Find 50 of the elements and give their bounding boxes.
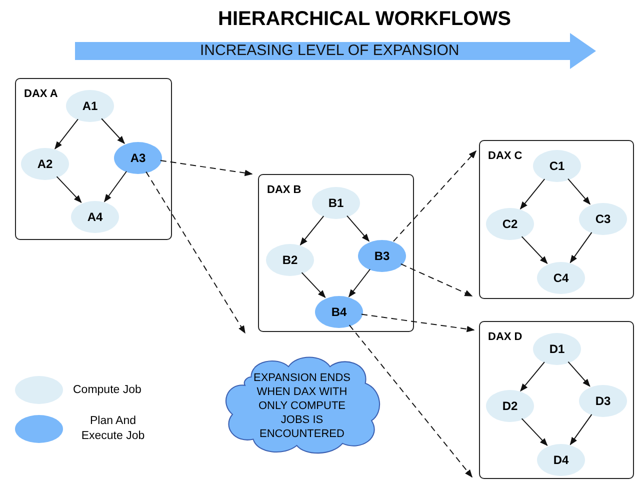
arrow	[101, 118, 125, 144]
dax-box	[479, 321, 634, 479]
dashed-arrow	[361, 314, 475, 332]
arrow	[520, 362, 545, 392]
title: HIERARCHICAL WORKFLOWS	[218, 7, 511, 32]
arrow	[54, 118, 78, 150]
job-ellipse: D1	[533, 333, 581, 365]
job-ellipse: A4	[71, 201, 119, 233]
arrow	[56, 176, 82, 204]
dashed-arrow	[160, 160, 253, 176]
dax-box	[258, 174, 414, 332]
job-ellipse: B3	[358, 240, 406, 272]
arrow	[568, 178, 590, 205]
dashed-arrow	[392, 150, 477, 242]
dax-box	[479, 140, 634, 299]
arrow	[301, 272, 326, 298]
job-ellipse: C4	[537, 262, 585, 294]
box-title: DAX D	[488, 330, 522, 345]
box-title: DAX B	[267, 183, 302, 198]
arrow	[521, 236, 548, 264]
job-ellipse: D3	[579, 385, 627, 417]
job-ellipse: D2	[486, 390, 534, 422]
job-ellipse: B4	[315, 296, 363, 328]
arrow	[570, 414, 592, 446]
dax-box	[15, 78, 172, 240]
arrow	[520, 178, 546, 210]
dashed-arrow	[348, 324, 472, 478]
box-title: DAX C	[488, 149, 522, 164]
job-ellipse: C3	[579, 203, 627, 235]
job-ellipse: B2	[266, 244, 314, 276]
box-title: DAX A	[24, 87, 58, 102]
arrow	[521, 418, 548, 446]
arrow	[104, 170, 127, 202]
arrow	[300, 216, 324, 246]
job-ellipse: C1	[533, 150, 581, 182]
dashed-arrow	[146, 171, 246, 334]
job-ellipse: B1	[312, 187, 360, 219]
legend-label: Compute Job	[73, 382, 142, 398]
dashed-arrow	[400, 263, 473, 296]
job-ellipse: C2	[486, 208, 534, 240]
arrow	[568, 361, 590, 387]
direction-label: INCREASING LEVEL OF EXPANSION	[200, 42, 460, 60]
arrow	[570, 232, 592, 264]
arrow	[346, 215, 370, 242]
job-ellipse: D4	[537, 444, 585, 476]
legend-label: Plan And Execute Job	[80, 414, 146, 444]
job-ellipse: A1	[66, 90, 114, 122]
job-ellipse: A2	[21, 148, 69, 180]
arrow	[348, 268, 371, 298]
job-ellipse: A3	[114, 142, 162, 174]
